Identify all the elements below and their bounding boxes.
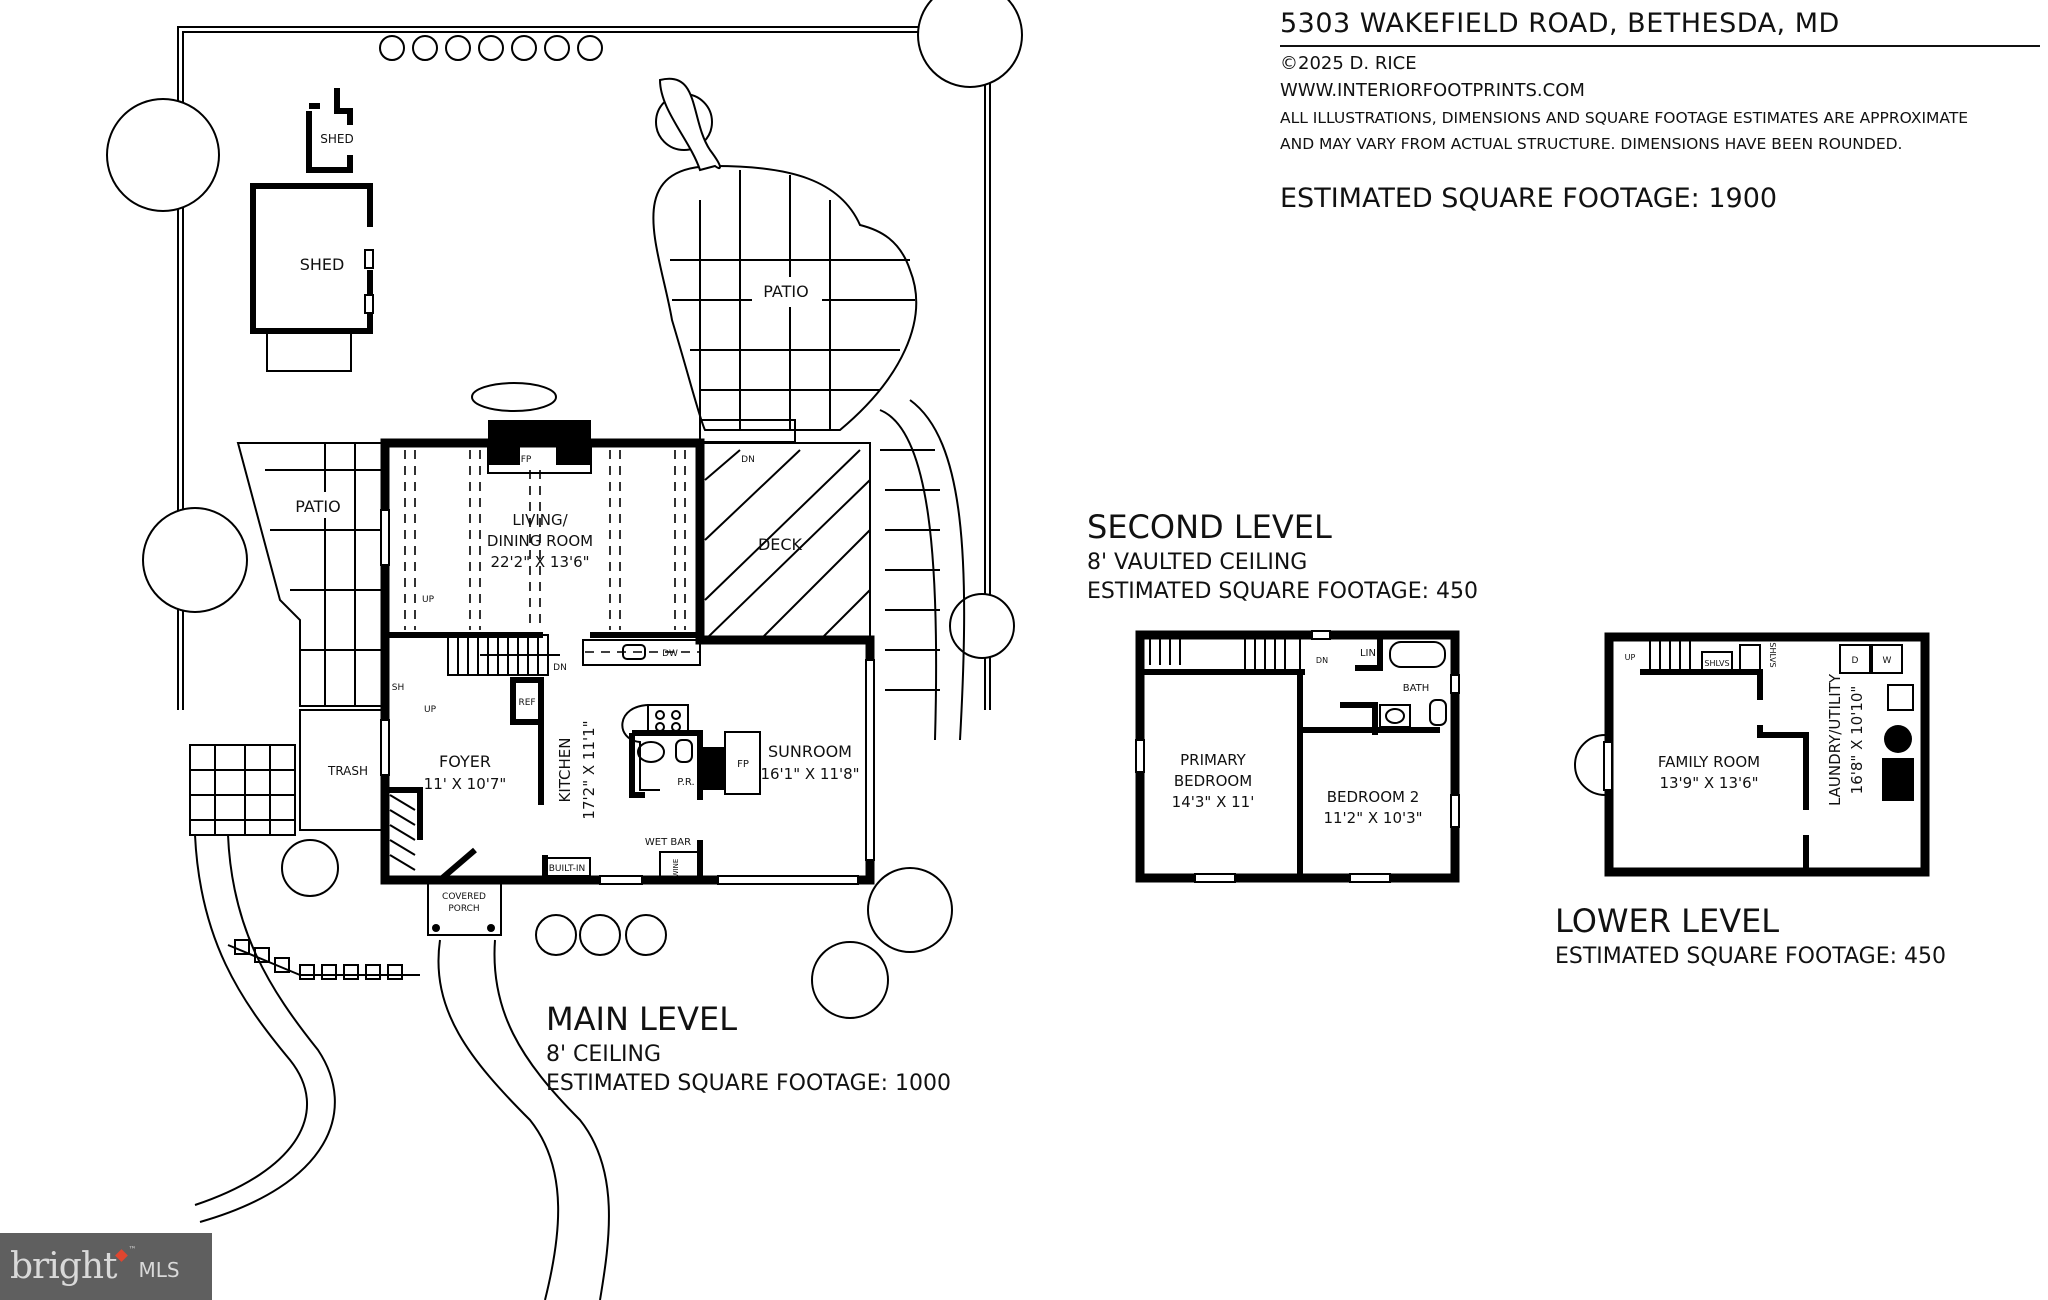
laundry-dim: 16'8" X 10'10" xyxy=(1848,686,1866,795)
tree-icon xyxy=(949,593,1015,659)
shlvs-label-2: SHLVS xyxy=(1768,642,1777,667)
lower-level-plan xyxy=(1574,632,1930,877)
dw-label: DW xyxy=(662,649,678,659)
deck-label: DECK xyxy=(758,535,803,554)
second-level-caption: SECOND LEVEL 8' VAULTED CEILING ESTIMATE… xyxy=(1087,508,1478,604)
bright-star-icon xyxy=(115,1249,129,1262)
property-boundary xyxy=(177,26,991,710)
wet-bar-label: WET BAR xyxy=(645,837,691,848)
bright-mls-watermark: bright ™ MLS xyxy=(0,1233,212,1300)
sh-label: SH xyxy=(392,683,404,693)
foyer-label: FOYER xyxy=(439,752,491,771)
drawing-labels: SHED SHED PATIO PATIO DECK TRASH COVERED… xyxy=(295,132,1891,914)
large-shed xyxy=(250,183,374,372)
hedge-row xyxy=(379,35,603,61)
dn-deck-label: DN xyxy=(741,455,755,465)
plan-header: 5303 WAKEFIELD ROAD, BETHESDA, MD ©2025 … xyxy=(1280,8,2040,214)
living-label-1: LIVING/ xyxy=(512,511,568,529)
property-address: 5303 WAKEFIELD ROAD, BETHESDA, MD xyxy=(1280,8,2040,47)
second-level-ceiling: 8' VAULTED CEILING xyxy=(1087,550,1308,575)
disclaimer-line-2: AND MAY VARY FROM ACTUAL STRUCTURE. DIME… xyxy=(1280,135,1903,153)
copyright: ©2025 D. RICE xyxy=(1280,53,1417,74)
tree-icon xyxy=(142,507,248,613)
stepping-stones xyxy=(227,939,420,980)
second-level-sqft: ESTIMATED SQUARE FOOTAGE: 450 xyxy=(1087,579,1479,604)
patio-side-label: PATIO xyxy=(295,497,340,516)
main-level-sqft: ESTIMATED SQUARE FOOTAGE: 1000 xyxy=(546,1071,952,1096)
kitchen-dim: 17'2" X 11'1" xyxy=(580,720,598,819)
powder-room-label: P.R. xyxy=(677,777,694,788)
main-level-plan xyxy=(380,420,875,885)
main-stairs xyxy=(447,634,560,676)
laundry-label: LAUNDRY/UTILITY xyxy=(1826,673,1844,806)
disclaimer-line-1: ALL ILLUSTRATIONS, DIMENSIONS AND SQUARE… xyxy=(1280,109,1969,127)
built-in-label: BUILT-IN xyxy=(549,864,586,874)
trash-enclosure xyxy=(299,709,386,831)
family-room-dim: 13'9" X 13'6" xyxy=(1659,774,1758,792)
shed-large-label: SHED xyxy=(300,255,345,274)
bedroom2-label: BEDROOM 2 xyxy=(1327,788,1420,806)
mls-text: MLS xyxy=(138,1257,180,1282)
lower-level-sqft: ESTIMATED SQUARE FOOTAGE: 450 xyxy=(1555,944,1947,969)
living-dim: 22'2" X 13'6" xyxy=(490,553,589,571)
tree-icon xyxy=(281,839,339,897)
up-label-1: UP xyxy=(422,595,435,605)
dryer-label: D xyxy=(1852,656,1859,666)
up-lower-label: UP xyxy=(1625,653,1636,662)
second-level-title: SECOND LEVEL xyxy=(1087,508,1332,546)
shlvs-label-1: SHLVS xyxy=(1704,659,1729,668)
bright-logo-text: bright xyxy=(10,1245,117,1287)
brick-walkway-left xyxy=(189,744,336,1223)
side-patio xyxy=(236,442,386,707)
fp-sunroom-label: FP xyxy=(737,759,749,770)
sunroom-label: SUNROOM xyxy=(768,742,852,761)
shed-small-label: SHED xyxy=(320,132,353,146)
tree-icon xyxy=(917,0,1023,88)
main-level-caption: MAIN LEVEL 8' CEILING ESTIMATED SQUARE F… xyxy=(546,1000,951,1096)
tree-icon xyxy=(106,98,220,212)
dn-second-label: DN xyxy=(1316,656,1328,665)
trademark-mark: ™ xyxy=(128,1245,137,1254)
total-square-footage: ESTIMATED SQUARE FOOTAGE: 1900 xyxy=(1280,183,1778,214)
main-level-title: MAIN LEVEL xyxy=(546,1000,738,1038)
shrub-icon xyxy=(471,382,557,412)
tree-icon xyxy=(867,867,953,953)
bath-label: BATH xyxy=(1403,683,1430,694)
trash-label: TRASH xyxy=(327,764,368,778)
paver-walkway-right xyxy=(879,399,966,741)
foyer-dim: 11' X 10'7" xyxy=(424,775,507,793)
tree-icon xyxy=(811,941,889,1019)
lower-level-caption: LOWER LEVEL ESTIMATED SQUARE FOOTAGE: 45… xyxy=(1555,902,1946,969)
up-label-2: UP xyxy=(424,705,437,715)
dn-stairs-label: DN xyxy=(553,663,567,673)
bedroom2-dim: 11'2" X 10'3" xyxy=(1323,809,1422,827)
back-patio xyxy=(652,77,918,443)
second-level-plan xyxy=(1135,630,1460,883)
porch-label-1: COVERED xyxy=(442,892,486,902)
sunroom-dim: 16'1" X 11'8" xyxy=(760,765,859,783)
lin-label: LIN xyxy=(1360,648,1376,659)
small-shed xyxy=(306,88,353,173)
primary-dim: 14'3" X 11' xyxy=(1172,793,1255,811)
trees xyxy=(106,0,1023,1019)
primary-label-2: BEDROOM xyxy=(1174,772,1252,790)
covered-porch xyxy=(427,879,502,936)
primary-label-1: PRIMARY xyxy=(1180,751,1247,769)
lower-level-title: LOWER LEVEL xyxy=(1555,902,1780,940)
main-level-ceiling: 8' CEILING xyxy=(546,1042,662,1067)
family-room-label: FAMILY ROOM xyxy=(1658,753,1760,771)
washer-label: W xyxy=(1883,656,1892,666)
stone-path-front xyxy=(437,939,610,1300)
fp-living-label: FP xyxy=(521,455,532,465)
ref-label: REF xyxy=(518,698,535,708)
living-label-2: DINING ROOM xyxy=(487,532,593,550)
wine-label: WINE xyxy=(672,859,680,878)
kitchen-label: KITCHEN xyxy=(556,738,574,803)
porch-label-2: PORCH xyxy=(448,904,479,914)
website: WWW.INTERIORFOOTPRINTS.COM xyxy=(1280,80,1585,101)
patio-back-label: PATIO xyxy=(763,282,808,301)
